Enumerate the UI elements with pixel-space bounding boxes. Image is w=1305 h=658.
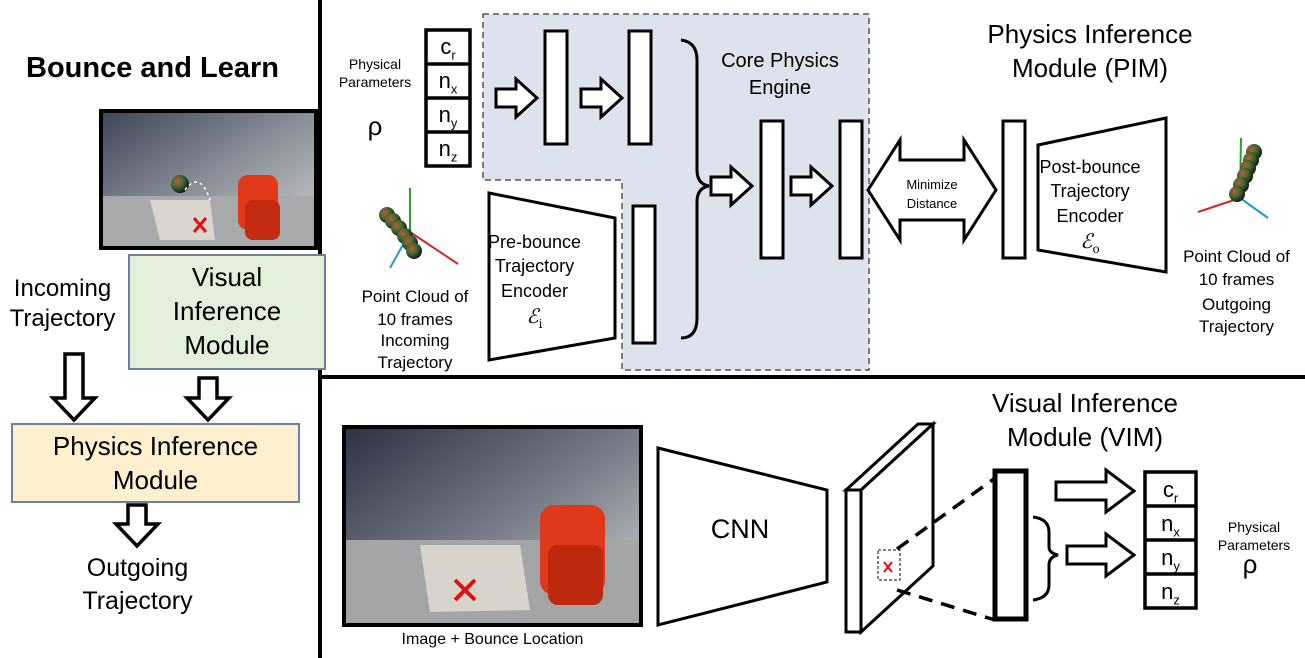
core-physics-label: Core Physics Engine xyxy=(721,50,839,99)
arrow-down-right xyxy=(182,376,234,423)
outgoing-point-cloud-icon xyxy=(1197,137,1269,219)
post-bounce-encoder-label: Post-bounce Trajectory Encoder ℰo xyxy=(1039,157,1141,256)
arrow-right-4 xyxy=(789,163,835,209)
param-feature-bar-2 xyxy=(627,29,653,146)
pim-box xyxy=(11,423,300,503)
vim-scene-image xyxy=(342,425,643,627)
outgoing-trajectory-label: Outgoing Trajectory xyxy=(82,554,193,615)
vim-feature-bar xyxy=(992,468,1029,622)
vim-flow-arrows xyxy=(1054,467,1137,579)
pim-param-nx: nx xyxy=(438,68,458,97)
left-title: Bounce and Learn xyxy=(26,52,279,84)
pim-param-cr: cr xyxy=(440,34,456,63)
vim-param-nx: nx xyxy=(1161,511,1180,540)
pim-flow-arrows xyxy=(494,75,835,209)
arrow-to-normal xyxy=(1065,531,1137,579)
arrow-down-bottom xyxy=(111,503,163,549)
incoming-point-cloud-icon xyxy=(379,188,459,269)
left-flow-arrows xyxy=(48,352,234,549)
pim-title: Physics Inference Module (PIM) xyxy=(987,19,1193,83)
post-bounce-encoder-shape xyxy=(1036,116,1168,274)
minimize-distance-arrow xyxy=(866,134,998,246)
minimize-distance-label: Minimize Distance xyxy=(906,177,958,211)
vim-params-label: Physical Parameters xyxy=(1217,519,1291,554)
incoming-point-cloud-label: Point Cloud of 10 frames xyxy=(361,287,469,329)
pim-box-label: Physics Inference Module xyxy=(52,431,259,495)
vim-param-nz: nz xyxy=(1161,579,1180,608)
core-feature-bar-2 xyxy=(838,119,864,260)
outgoing-point-cloud-label: Point Cloud of 10 frames xyxy=(1183,247,1290,289)
vim-box-label: Visual Inference Module xyxy=(172,262,282,360)
vim-param-ny: ny xyxy=(1161,545,1180,574)
post-bounce-feature-bar xyxy=(1001,119,1027,260)
pre-bounce-encoder-label: Pre-bounce Trajectory Encoder ℰi xyxy=(487,232,582,331)
incoming-trajectory-label: Incoming Trajectory xyxy=(9,275,116,332)
vim-parameter-vector xyxy=(1143,470,1198,610)
bounce-location-mark xyxy=(883,561,893,573)
pre-bounce-encoder-shape xyxy=(487,191,617,362)
pim-parameter-vector xyxy=(424,28,472,168)
pim-feature-bars xyxy=(543,29,1027,345)
pre-bounce-feature-bar xyxy=(631,204,657,345)
core-feature-bar-1 xyxy=(759,119,785,260)
arrow-right-1 xyxy=(494,75,540,121)
pim-param-ny: ny xyxy=(438,102,458,131)
vim-param-cr: cr xyxy=(1162,477,1179,506)
arrow-to-cr xyxy=(1054,467,1137,515)
crop-projection-lines xyxy=(895,476,997,622)
bounce-location-patch xyxy=(877,549,901,581)
pim-rho: ρ xyxy=(367,111,383,141)
vim-title: Visual Inference Module (VIM) xyxy=(992,388,1178,452)
pim-param-nz: nz xyxy=(438,136,458,165)
incoming-trajectory-caption: Incoming Trajectory xyxy=(377,331,453,373)
vim-brace xyxy=(1032,515,1059,602)
cnn-label: CNN xyxy=(710,514,770,544)
feature-map-slab xyxy=(842,420,937,636)
param-feature-bar-1 xyxy=(543,29,569,146)
cnn-shape xyxy=(656,446,829,627)
merge-brace xyxy=(680,38,710,340)
vim-rho: ρ xyxy=(1242,549,1258,579)
outgoing-trajectory-caption: Outgoing Trajectory xyxy=(1199,295,1274,337)
pim-params-label: Physical Parameters xyxy=(338,56,412,91)
arrow-right-2 xyxy=(579,75,625,121)
left-scene-thumbnail xyxy=(99,109,318,250)
vim-box xyxy=(128,254,326,370)
image-caption: Image + Bounce Location xyxy=(401,631,584,648)
arrow-right-3 xyxy=(709,163,755,209)
arrow-down-left xyxy=(48,352,100,423)
